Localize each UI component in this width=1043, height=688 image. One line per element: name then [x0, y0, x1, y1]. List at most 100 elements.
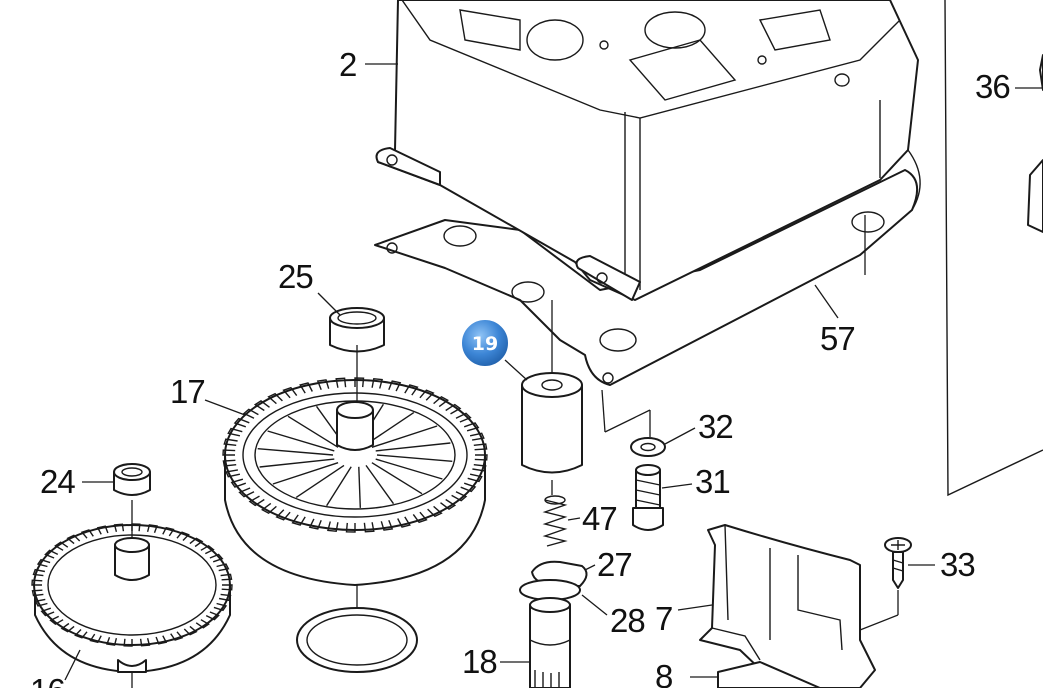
gear-tooth: [455, 412, 472, 423]
gear-tooth: [327, 521, 339, 532]
callout-47: 47: [582, 500, 617, 537]
gear-tooth: [363, 522, 375, 533]
gear-tooth: [233, 417, 250, 428]
large-gear-part: [222, 377, 488, 586]
gear-tooth: [299, 382, 313, 394]
callout-8: 8: [655, 658, 672, 688]
gear-tooth: [223, 438, 238, 446]
gear-tooth: [345, 522, 356, 533]
gear-tooth: [162, 526, 175, 537]
gear-tooth: [380, 519, 394, 531]
gear-tooth: [54, 541, 69, 551]
gear-tooth: [44, 549, 59, 559]
gear-tooth: [242, 408, 259, 419]
gear-tooth: [155, 635, 168, 645]
highlight-badge-19[interactable]: 19: [460, 318, 510, 368]
gear-tooth: [308, 518, 322, 530]
small-bushing-part: [113, 463, 151, 496]
gear-tooth: [195, 619, 210, 629]
center-lines: [131, 215, 899, 688]
gear-tooth: [31, 579, 43, 586]
spacer-cylinder-part: [521, 372, 583, 474]
gear-tooth: [427, 505, 443, 518]
base-plate-part: [717, 661, 821, 688]
callout-24: 24: [40, 463, 75, 500]
gear-tooth: [238, 487, 255, 498]
gear-tooth: [209, 553, 224, 563]
gear-tooth: [225, 469, 241, 478]
cap-screw-part: [632, 464, 664, 531]
gear-spoke: [259, 458, 335, 468]
side-panel-part: [944, 0, 1043, 497]
gear-tooth: [463, 422, 480, 432]
gear-tooth: [221, 584, 233, 591]
gear-tooth: [275, 509, 291, 521]
callout-2: 2: [339, 46, 356, 83]
gear-tooth: [473, 443, 488, 451]
callout-27: 27: [597, 546, 632, 583]
gear-spoke: [287, 415, 339, 448]
gear-tooth: [40, 607, 55, 617]
gear-tooth: [66, 534, 81, 545]
small-gear-part: [31, 523, 233, 673]
callout-32: 32: [698, 408, 733, 445]
gear-tooth: [291, 514, 306, 526]
gear-tooth: [220, 573, 233, 581]
gear-tooth: [222, 459, 237, 467]
callout-33: 33: [940, 546, 975, 583]
callout-57: 57: [820, 320, 855, 357]
gear-tooth: [253, 400, 270, 412]
gear-spoke: [326, 466, 352, 507]
gear-spoke: [365, 464, 395, 505]
gear-spoke: [358, 466, 361, 508]
gear-spoke: [375, 458, 443, 480]
gear-tooth: [176, 531, 190, 541]
gear-tooth: [36, 558, 51, 568]
gear-tooth: [433, 395, 449, 408]
gear-tooth: [183, 625, 198, 636]
gear-tooth: [189, 537, 204, 548]
callout-17: 17: [170, 373, 205, 410]
gear-spoke: [295, 464, 345, 498]
gear-tooth: [474, 454, 488, 461]
callout-25: 25: [278, 258, 313, 295]
gear-tooth: [248, 495, 265, 507]
gear-tooth: [440, 498, 457, 510]
callout-36: 36: [975, 68, 1010, 105]
gear-tooth: [388, 380, 402, 392]
gear-tooth: [60, 622, 75, 633]
gear-spoke: [376, 454, 453, 462]
gear-tooth: [445, 403, 462, 415]
gear-tooth: [222, 449, 236, 456]
gear-tooth: [146, 524, 158, 533]
gear-tooth: [460, 482, 477, 493]
gear-spoke: [267, 430, 335, 452]
gear-tooth: [106, 637, 118, 646]
gear-tooth: [170, 631, 184, 641]
gear-tooth: [230, 478, 247, 488]
housing-frame-part: [374, 0, 921, 386]
gear-tooth: [200, 544, 215, 555]
gear-tooth: [335, 377, 347, 388]
gear-tooth: [467, 473, 483, 483]
gear-tooth: [371, 378, 383, 389]
gear-tooth: [451, 491, 468, 502]
gear-spoke: [257, 448, 334, 456]
gear-tooth: [32, 568, 46, 577]
gear-tooth: [213, 602, 228, 612]
gear-tooth: [404, 384, 419, 396]
gear-tooth: [96, 525, 109, 535]
gear-tooth: [216, 563, 230, 572]
callout-7: 7: [655, 600, 672, 637]
gasket-plate-part: [374, 169, 919, 386]
gear-tooth: [80, 529, 94, 539]
gear-tooth: [419, 389, 435, 401]
gear-tooth: [74, 629, 88, 639]
gear-tooth: [31, 589, 44, 597]
bushing-part: [329, 307, 385, 353]
callout-18: 18: [462, 643, 497, 680]
callout-28: 28: [610, 602, 645, 639]
gear-tooth: [354, 377, 365, 388]
spring-part: [542, 495, 568, 547]
